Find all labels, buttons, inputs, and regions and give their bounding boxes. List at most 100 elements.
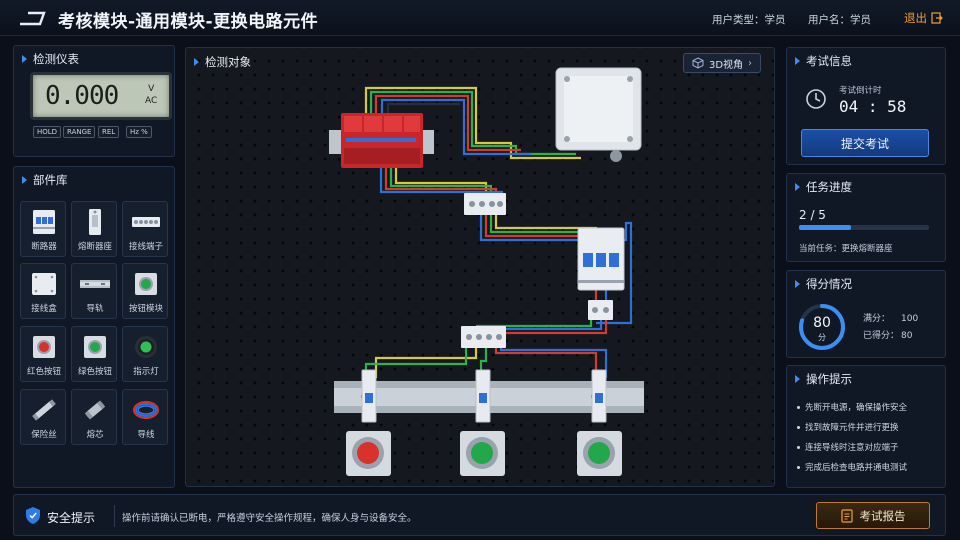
got-score-value: 80 bbox=[901, 331, 913, 341]
bullet-icon bbox=[797, 445, 800, 449]
meter-unit: V AC bbox=[145, 83, 157, 107]
part-junction-box[interactable]: 接线盒 bbox=[20, 263, 66, 319]
score-unit: 分 bbox=[818, 333, 826, 342]
safety-text: 操作前请确认已断电，严格遵守安全操作规程，确保人身与设备安全。 bbox=[122, 513, 417, 524]
score-panel: 得分情况 80 分 满分：100 已得分：80 bbox=[786, 270, 946, 358]
wire-coil-icon bbox=[133, 401, 159, 419]
rail-breakers bbox=[361, 369, 607, 423]
inspection-board: 检测对象 3D视角 › bbox=[185, 47, 775, 487]
meter-hold-button[interactable]: HOLD bbox=[33, 126, 62, 138]
part-label: 熔芯 bbox=[86, 430, 104, 440]
breaker-icon bbox=[33, 210, 55, 234]
title-marker-icon bbox=[795, 183, 800, 191]
part-label: 保险丝 bbox=[31, 430, 57, 440]
part-indicator-lamp[interactable]: 指示灯 bbox=[122, 326, 168, 382]
button-module-icon bbox=[135, 273, 157, 295]
task-progress-title-text: 任务进度 bbox=[806, 180, 852, 194]
meter-rel-button[interactable]: REL bbox=[98, 126, 120, 138]
tips-panel: 操作提示 先断开电源，确保操作安全 找到故障元件并进行更换 连接导线时注意对应端… bbox=[786, 365, 946, 488]
bullet-icon bbox=[797, 405, 800, 409]
fuse-icon bbox=[32, 399, 56, 421]
junction-box-icon bbox=[32, 273, 56, 295]
exit-icon bbox=[931, 12, 943, 24]
meter-range-button[interactable]: RANGE bbox=[63, 126, 96, 138]
user-type-label: 用户类型：学员 bbox=[712, 14, 786, 26]
part-button-module[interactable]: 按钮模块 bbox=[122, 263, 168, 319]
part-fuse-holder[interactable]: 熔断器座 bbox=[71, 201, 117, 257]
exit-button[interactable]: 退出 bbox=[904, 10, 943, 26]
tip-text: 先断开电源，确保操作安全 bbox=[805, 403, 908, 413]
exam-title-text: 考试信息 bbox=[806, 54, 852, 68]
tip-text: 连接导线时注意对应端子 bbox=[805, 443, 899, 453]
part-label: 熔断器座 bbox=[77, 242, 112, 252]
title-marker-icon bbox=[194, 58, 199, 66]
part-fuse[interactable]: 保险丝 bbox=[20, 389, 66, 445]
title-marker-icon bbox=[22, 176, 27, 184]
clock-icon bbox=[806, 89, 826, 109]
fuse-holder-icon bbox=[89, 209, 101, 235]
bullet-icon bbox=[797, 465, 800, 469]
part-breaker[interactable]: 断路器 bbox=[20, 201, 66, 257]
main-breaker bbox=[577, 227, 625, 291]
tip-item: 找到故障元件并进行更换 bbox=[797, 421, 899, 433]
board-title-text: 检测对象 bbox=[205, 55, 251, 69]
part-green-button[interactable]: 绿色按钮 bbox=[71, 326, 117, 382]
part-label: 断路器 bbox=[31, 242, 57, 252]
part-label: 接线端子 bbox=[128, 242, 163, 252]
exit-label: 退出 bbox=[904, 11, 927, 25]
meter-hz-button[interactable]: Hz % bbox=[126, 126, 152, 138]
score-value: 80 bbox=[813, 315, 831, 331]
score-title-text: 得分情况 bbox=[806, 277, 852, 291]
tip-text: 找到故障元件并进行更换 bbox=[805, 423, 899, 433]
title-marker-icon bbox=[795, 57, 800, 65]
part-label: 导线 bbox=[137, 430, 155, 440]
part-red-button[interactable]: 红色按钮 bbox=[20, 326, 66, 382]
indicator-lamp-icon bbox=[135, 336, 157, 358]
got-score-label: 已得分： bbox=[863, 331, 900, 341]
countdown-label: 考试倒计时 bbox=[839, 86, 882, 96]
shield-icon bbox=[26, 507, 40, 524]
meter-panel: 检测仪表 0.000 V AC HOLD RANGE REL Hz % bbox=[13, 45, 175, 157]
progress-count: 2 / 5 bbox=[799, 208, 826, 222]
meter-panel-title: 检测仪表 bbox=[22, 51, 79, 67]
circuit-scene bbox=[329, 67, 644, 476]
green-button-icon bbox=[84, 336, 106, 358]
app-header: 考核模块-通用模块-更换电路元件 用户类型：学员 用户名：学员 退出 bbox=[0, 0, 960, 36]
tip-item: 先断开电源，确保操作安全 bbox=[797, 401, 907, 413]
board-title: 检测对象 bbox=[194, 54, 251, 70]
din-rail-icon bbox=[80, 280, 110, 288]
push-buttons bbox=[346, 431, 622, 476]
part-fuse-core[interactable]: 熔芯 bbox=[71, 389, 117, 445]
full-score-value: 100 bbox=[901, 314, 919, 324]
chevron-right-icon: › bbox=[748, 57, 753, 69]
junction-box bbox=[555, 67, 642, 162]
score-ring bbox=[799, 304, 845, 350]
meter-title: 检测仪表 bbox=[33, 52, 79, 66]
tips-title: 操作提示 bbox=[795, 371, 852, 387]
progress-bar bbox=[799, 225, 929, 230]
surge-protector bbox=[329, 113, 434, 168]
part-din-rail[interactable]: 导轨 bbox=[71, 263, 117, 319]
title-marker-icon bbox=[22, 55, 27, 63]
view-3d-button[interactable]: 3D视角 › bbox=[683, 53, 761, 73]
score-title: 得分情况 bbox=[795, 276, 852, 292]
red-button-icon bbox=[33, 336, 55, 358]
exam-report-label: 考试报告 bbox=[859, 508, 906, 523]
submit-exam-button[interactable]: 提交考试 bbox=[801, 129, 929, 157]
fuse-core-icon bbox=[84, 400, 106, 420]
user-name-label: 用户名：学员 bbox=[808, 14, 871, 26]
countdown-value: 04 : 58 bbox=[839, 97, 907, 116]
part-label: 按钮模块 bbox=[128, 304, 163, 314]
tip-item: 完成后检查电路并通电测试 bbox=[797, 461, 907, 473]
current-task: 当前任务：更换熔断器座 bbox=[799, 244, 893, 254]
view-3d-label: 3D视角 bbox=[708, 59, 744, 71]
part-wire[interactable]: 导线 bbox=[122, 389, 168, 445]
parts-panel-title: 部件库 bbox=[22, 172, 68, 188]
exam-report-button[interactable]: 考试报告 bbox=[816, 502, 930, 529]
meter-unit-bottom: AC bbox=[145, 96, 158, 106]
safety-title: 安全提示 bbox=[47, 511, 96, 525]
part-label: 指示灯 bbox=[133, 367, 159, 377]
part-terminal-block[interactable]: 接线端子 bbox=[122, 201, 168, 257]
page-title: 考核模块-通用模块-更换电路元件 bbox=[58, 12, 319, 32]
divider bbox=[114, 505, 115, 527]
